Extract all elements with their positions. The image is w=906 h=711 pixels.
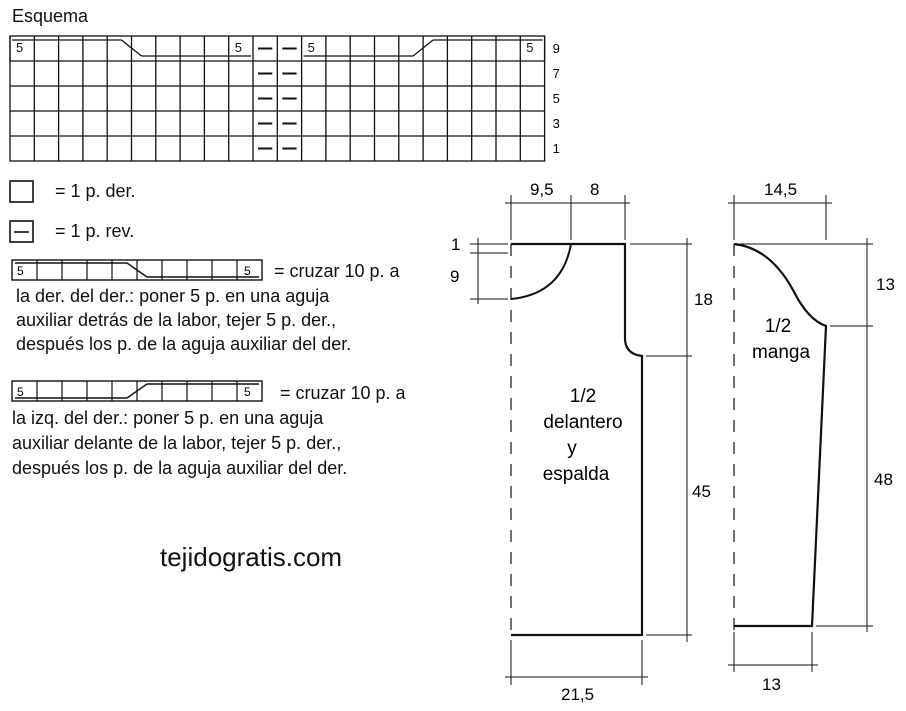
body-piece-schematic: [470, 195, 692, 685]
cross-right-line-3: después los p. de la aguja auxiliar del …: [16, 334, 352, 354]
cable-count-label: 5: [235, 40, 242, 55]
body-label-4: espalda: [543, 464, 610, 485]
knit-symbol: [9, 180, 34, 203]
cross-right-line-1: la der. del der.: poner 5 p. en una aguj…: [16, 286, 330, 306]
cross-left-line-1: la izq. del der.: poner 5 p. en una aguj…: [12, 408, 324, 428]
cross-left-line-2: auxiliar delante de la labor, tejer 5 p.…: [12, 433, 342, 453]
row-number: 1: [553, 141, 560, 156]
knit-legend-text: = 1 p. der.: [55, 181, 136, 201]
dim-left-1: 1: [451, 235, 460, 254]
dim-top-b: 8: [590, 180, 599, 199]
cross-left-line-3: después los p. de la aguja auxiliar del …: [12, 458, 348, 478]
cable-count-label: 5: [16, 40, 23, 55]
sleeve-label-2: manga: [752, 342, 811, 363]
dim-top-a: 9,5: [530, 180, 554, 199]
svg-text:5: 5: [17, 385, 24, 399]
sleeve-label-1: 1/2: [765, 316, 791, 337]
cable-count-label: 5: [308, 40, 315, 55]
sleeve-dim-48: 48: [874, 470, 893, 489]
dim-right-18: 18: [694, 290, 713, 309]
dim-right-45: 45: [692, 482, 711, 501]
row-number: 3: [553, 116, 560, 131]
cross-right-first: = cruzar 10 p. a: [274, 261, 400, 281]
row-number: 9: [553, 41, 560, 56]
dim-bottom: 21,5: [561, 685, 594, 704]
website-label: tejidogratis.com: [160, 542, 343, 572]
body-label-3: y: [567, 438, 577, 459]
cable-count-label: 5: [526, 40, 533, 55]
purl-symbol: [9, 220, 34, 243]
sleeve-dim-top: 14,5: [764, 180, 797, 199]
row-number: 7: [553, 66, 560, 81]
row-number: 5: [553, 91, 560, 106]
svg-text:5: 5: [17, 264, 24, 278]
sleeve-dim-13: 13: [876, 275, 895, 294]
body-label-2: delantero: [543, 412, 622, 433]
svg-text:5: 5: [244, 385, 251, 399]
sleeve-piece-schematic: [728, 195, 873, 672]
purl-legend-text: = 1 p. rev.: [55, 221, 135, 241]
svg-text:5: 5: [244, 264, 251, 278]
chart-title: Esquema: [12, 6, 89, 26]
body-label-1: 1/2: [570, 386, 596, 407]
cross-left-first: = cruzar 10 p. a: [280, 383, 406, 403]
cross-right-line-2: auxiliar detrás de la labor, tejer 5 p. …: [16, 310, 337, 330]
dim-left-9: 9: [450, 267, 459, 286]
sleeve-dim-bottom: 13: [762, 675, 781, 694]
